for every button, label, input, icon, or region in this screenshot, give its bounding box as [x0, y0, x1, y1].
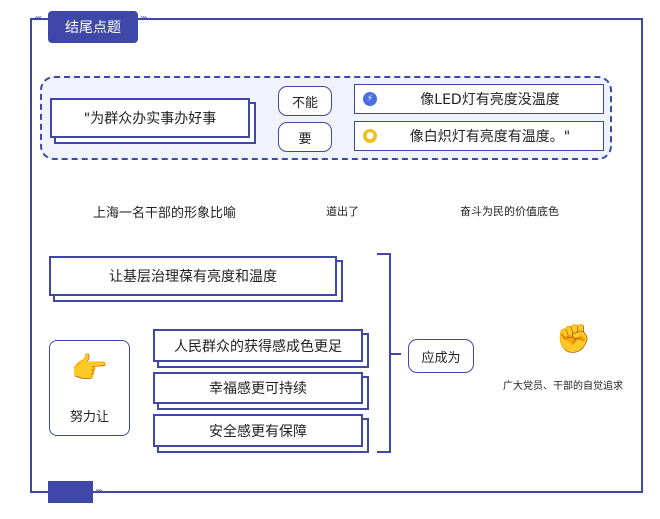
- bracket: [377, 253, 390, 255]
- chevron-icon: ›››: [95, 486, 103, 497]
- should-text: 像白炽灯有亮度有温度。": [409, 129, 571, 145]
- pursuit-label: 广大党员、干部的自觉追求: [503, 381, 623, 392]
- frame-bottom: [30, 491, 643, 493]
- should-note: ● 像白炽灯有亮度有温度。": [354, 121, 604, 151]
- fist-icon: ✊: [556, 322, 591, 355]
- cannot-text: 像LED灯有亮度没温度: [420, 92, 560, 108]
- lightbulb-icon: ●: [363, 129, 377, 143]
- frame-top: [30, 18, 48, 20]
- chevron-icon: ›››: [140, 13, 148, 24]
- goal-box: 让基层治理葆有亮度和温度: [49, 256, 337, 296]
- reveals-label: 道出了: [326, 205, 359, 218]
- quote-main: "为群众办实事办好事: [50, 98, 250, 138]
- chevron-icon: «‹: [34, 13, 42, 24]
- bracket: [377, 451, 390, 453]
- should-label: 要: [278, 122, 332, 152]
- effort-label: 努力让: [69, 410, 109, 425]
- lightning-icon: ⚡: [363, 92, 377, 106]
- frame-top: [138, 18, 643, 20]
- cannot-note: ⚡ 像LED灯有亮度没温度: [354, 84, 604, 114]
- bottom-tab: [48, 481, 93, 503]
- bracket: [389, 353, 401, 355]
- section-title: 结尾点题: [48, 11, 138, 43]
- metaphor-label: 上海一名干部的形象比喻: [93, 206, 237, 221]
- effort-card: 👉 努力让: [49, 340, 130, 436]
- cannot-label: 不能: [278, 86, 332, 116]
- become-label: 应成为: [408, 339, 474, 373]
- value-label: 奋斗为民的价值底色: [460, 205, 559, 218]
- frame-right: [641, 18, 643, 493]
- frame-left: [30, 18, 32, 493]
- item-box: 安全感更有保障: [153, 414, 363, 447]
- pointing-hand-icon: 👉: [70, 351, 109, 386]
- item-box: 幸福感更可持续: [153, 372, 363, 404]
- item-box: 人民群众的获得感成色更足: [153, 329, 363, 362]
